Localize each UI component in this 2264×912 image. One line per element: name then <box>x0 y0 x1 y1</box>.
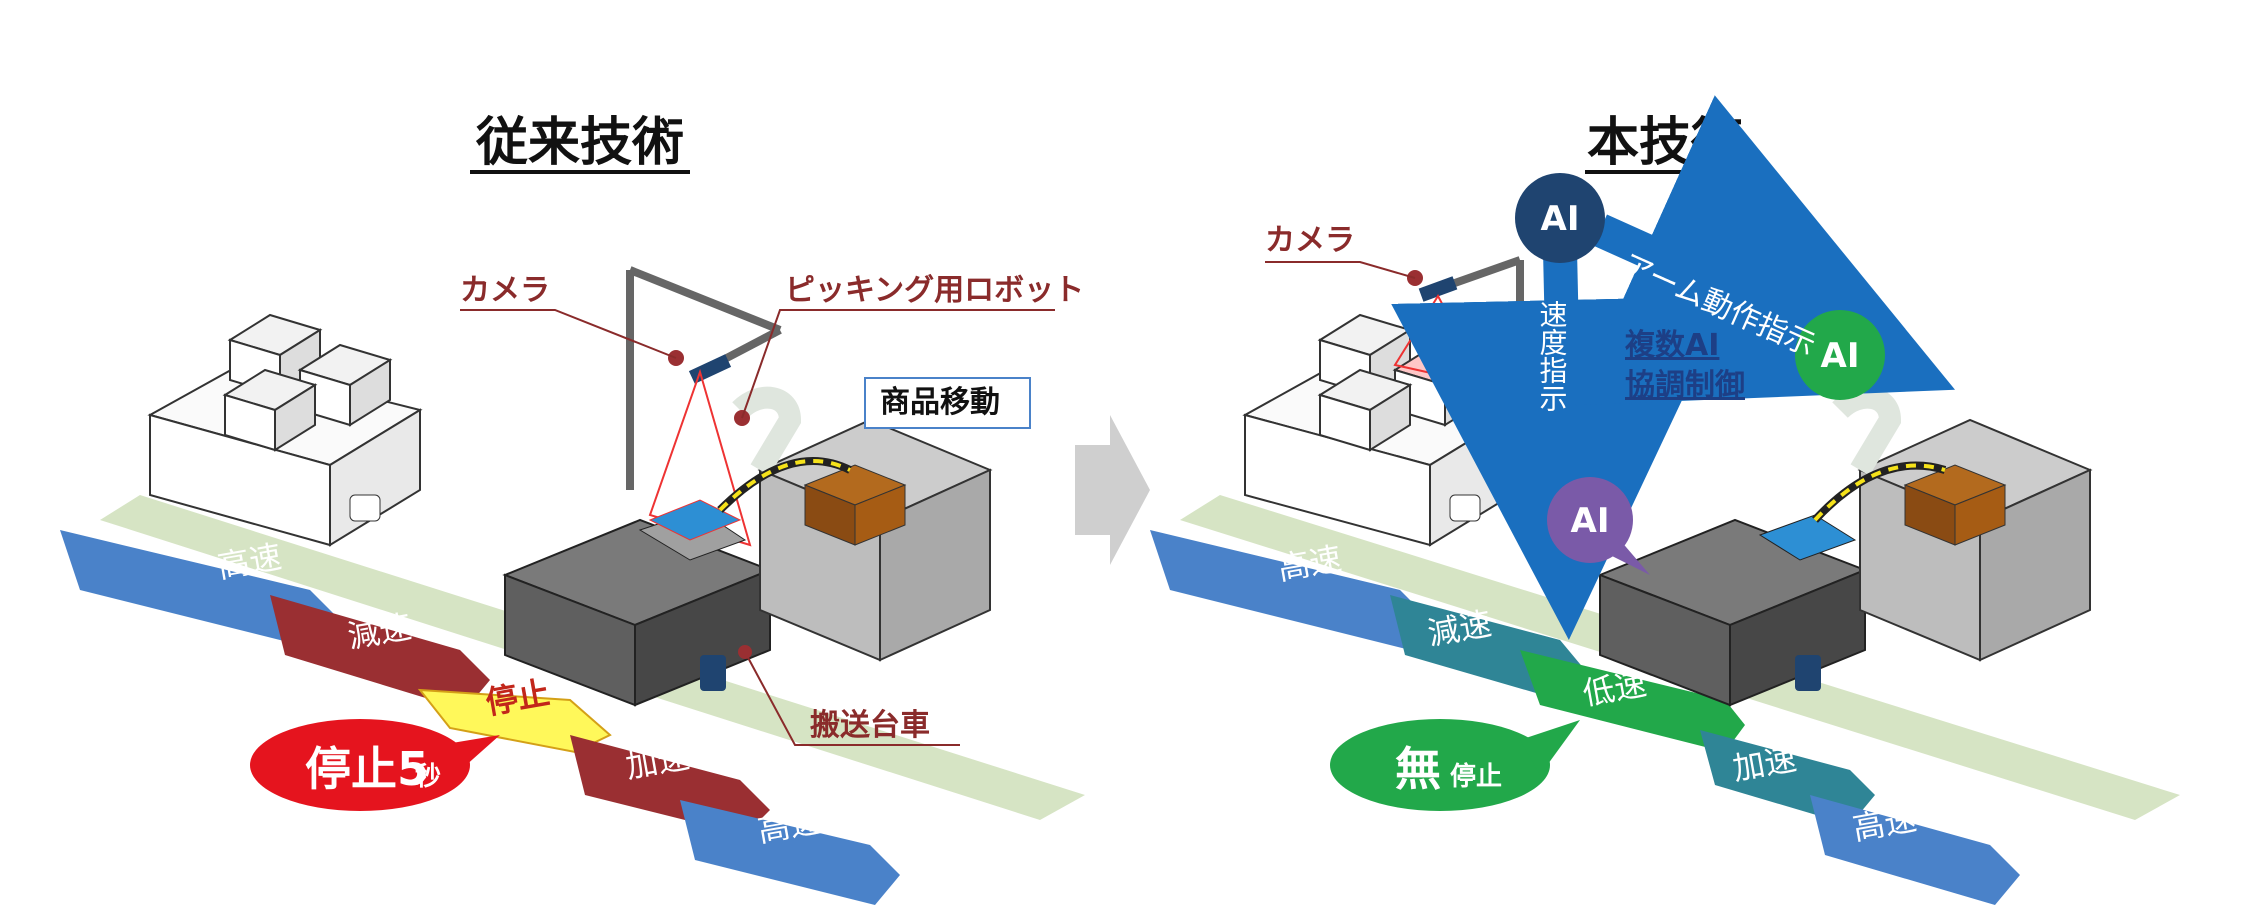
ai-right-label: AI <box>1821 336 1860 376</box>
arm-arrow <box>1575 95 1956 406</box>
stop-badge-unit: 秒 <box>415 762 441 792</box>
move-label-box <box>864 377 1031 429</box>
coop-line-1: 複数AI <box>1625 328 1719 363</box>
left-robot-area <box>648 386 993 662</box>
left-lane-fast-1 <box>60 530 340 650</box>
right-lane-slow <box>1520 650 1745 752</box>
left-lane-decel <box>270 595 490 710</box>
right-title: 本技術 <box>1587 113 1743 173</box>
left-conveyor <box>147 313 423 547</box>
right-conveyor <box>1242 313 1523 547</box>
left-cart-label: 搬送台車 <box>810 708 930 743</box>
left-camera-frame <box>626 266 782 547</box>
transition-arrow <box>1075 415 1150 565</box>
nonstop-badge-main: 無 <box>1395 742 1441 796</box>
nonstop-badge: 無 停止 <box>1330 719 1580 811</box>
nonstop-badge-sub: 停止 <box>1450 761 1502 792</box>
ai-right-icon <box>1795 310 1885 400</box>
left-camera-label: カメラ <box>460 273 550 308</box>
right-lane-fast-2 <box>1810 795 2020 905</box>
left-move-label: 商品移動 <box>880 385 1000 420</box>
speed-arrow <box>1391 249 1732 640</box>
left-callouts: カメラ ピッキング用ロボット 商品移動 搬送台車 <box>460 273 1084 746</box>
coop-line-2: 協調制御 <box>1625 368 1745 403</box>
ai-top-icon <box>1515 173 1605 263</box>
ai-bottom-label: AI <box>1571 501 1610 541</box>
left-lane-fast-2 <box>680 800 900 905</box>
ai-top-label: AI <box>1541 199 1580 239</box>
right-callouts: カメラ <box>1265 223 1416 279</box>
left-robot-label: ピッキング用ロボット <box>785 273 1084 308</box>
stop-badge: 停止5 秒 <box>250 719 500 811</box>
right-camera-label: カメラ <box>1265 223 1355 258</box>
right-robot-area <box>1812 386 2093 662</box>
right-panel: 本技術 高速 減速 低速 加速 高速 無 停止 <box>1150 95 2180 905</box>
stop-badge-main: 停止5 <box>305 742 429 796</box>
ai-network: AI AI AI アーム動作指示 速度指示 複数AI 協調制御 <box>1391 95 1956 640</box>
right-lane-fast-1 <box>1150 530 1430 650</box>
ai-bottom-icon <box>1547 477 1633 563</box>
left-cart <box>502 509 773 707</box>
left-title: 従来技術 <box>475 113 684 173</box>
speed-instr-label: 速度指示 <box>1536 300 1569 412</box>
left-panel: 従来技術 高速 減速 停止 加速 高速 停止5 秒 <box>60 113 1085 905</box>
